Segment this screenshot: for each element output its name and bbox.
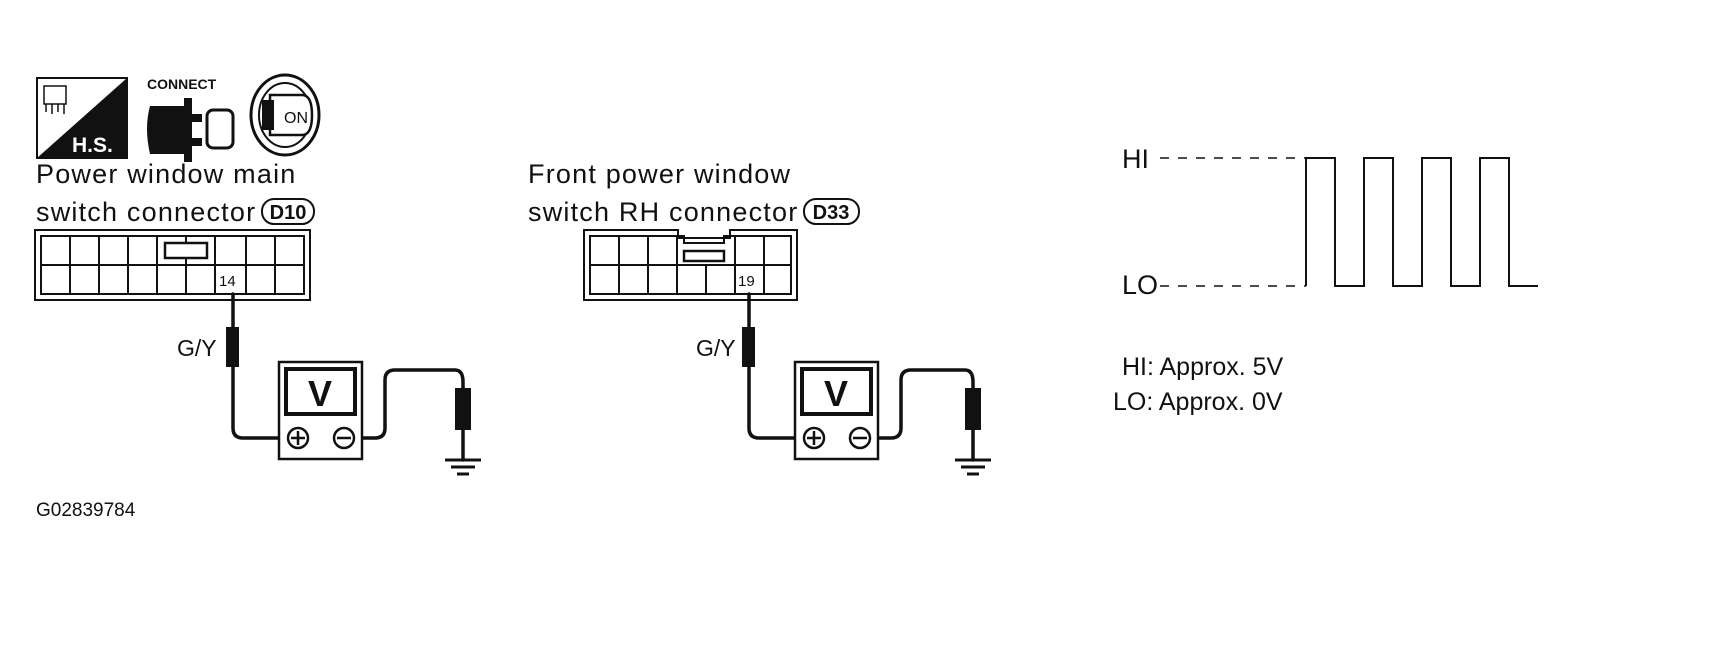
left-positive-lead bbox=[231, 365, 292, 440]
waveform-hi-note: HI: Approx. 5V bbox=[1122, 353, 1284, 381]
right-connector bbox=[583, 229, 798, 301]
hs-label: H.S. bbox=[72, 134, 113, 157]
left-probe bbox=[226, 327, 239, 367]
right-title-line2: switch RH connector bbox=[528, 197, 798, 227]
waveform-pulse-trace bbox=[1305, 157, 1538, 287]
waveform-lo-label: LO bbox=[1122, 270, 1158, 300]
harness-side-icon: H.S. bbox=[36, 77, 128, 159]
left-ground-icon bbox=[445, 458, 481, 476]
right-positive-lead bbox=[747, 365, 808, 440]
left-title-line1: Power window main bbox=[36, 159, 297, 189]
right-ground-icon bbox=[955, 458, 991, 476]
right-ground-probe bbox=[965, 388, 981, 430]
left-connector-code-badge: D10 bbox=[261, 198, 315, 225]
connect-icon: CONNECT bbox=[147, 76, 235, 162]
right-pin-number: 19 bbox=[738, 273, 755, 290]
left-title-line2: switch connector bbox=[36, 197, 256, 227]
left-connector-code: D10 bbox=[270, 202, 307, 224]
right-wire-color: G/Y bbox=[696, 335, 736, 361]
figure-id: G02839784 bbox=[36, 500, 136, 521]
right-connector-code-badge: D33 bbox=[803, 198, 860, 225]
right-probe bbox=[742, 327, 755, 367]
right-negative-lead bbox=[866, 368, 975, 440]
right-voltmeter-symbol: V bbox=[824, 373, 848, 414]
left-pin-number: 14 bbox=[219, 273, 236, 290]
connect-label: CONNECT bbox=[147, 76, 217, 92]
waveform-lo-note: LO: Approx. 0V bbox=[1113, 388, 1283, 416]
left-voltmeter-symbol: V bbox=[308, 373, 332, 414]
left-ground-probe bbox=[455, 388, 471, 430]
left-wire-color: G/Y bbox=[177, 335, 217, 361]
waveform-hi-label: HI bbox=[1122, 144, 1149, 174]
left-voltmeter: V bbox=[277, 360, 364, 461]
left-connector bbox=[34, 229, 311, 301]
left-negative-lead bbox=[350, 368, 465, 440]
right-title-line1: Front power window bbox=[528, 159, 791, 189]
right-voltmeter: V bbox=[793, 360, 880, 461]
right-connector-code: D33 bbox=[813, 202, 850, 224]
ignition-key-icon: ON bbox=[249, 73, 321, 157]
ignition-on-label: ON bbox=[284, 110, 308, 127]
